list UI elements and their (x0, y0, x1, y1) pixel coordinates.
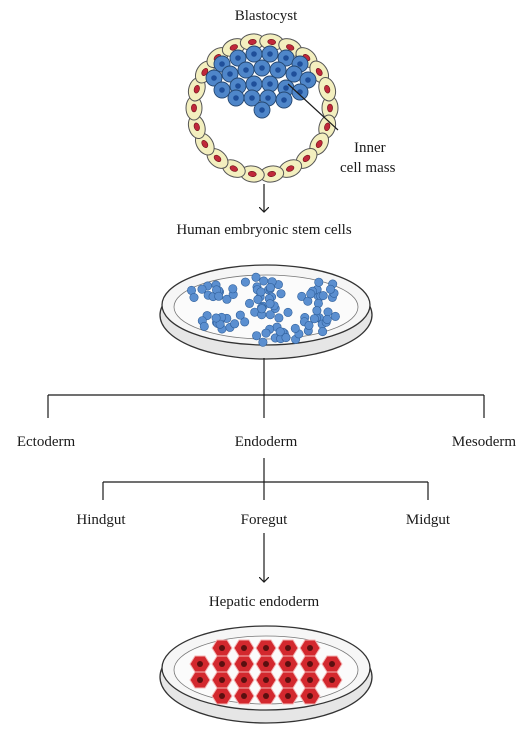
hepatocyte-cell (278, 688, 298, 704)
hepatocyte-cell (212, 688, 232, 704)
icm-cell (292, 84, 308, 100)
icm-cell (276, 92, 292, 108)
inner-cell-mass (206, 46, 316, 118)
hepatocyte-cell (212, 656, 232, 672)
icm-cell (246, 46, 262, 62)
icm-cell (262, 76, 278, 92)
hesc-culture-dish (160, 265, 372, 359)
hepatocyte-cell (322, 656, 342, 672)
germ-layer-branches (48, 358, 484, 418)
icm-cell (270, 62, 286, 78)
icm-cell (254, 102, 270, 118)
hepatic-culture-dish (160, 626, 372, 723)
hepatocyte-cell (256, 688, 276, 704)
hepatocyte-cell (256, 672, 276, 688)
inner-cell-mass-label-line2: cell mass (340, 160, 396, 176)
hepatocyte-cell (300, 640, 320, 656)
mesoderm-label: Mesoderm (452, 434, 516, 450)
endoderm-label: Endoderm (235, 434, 298, 450)
hepatocyte-cell (190, 672, 210, 688)
hepatocyte-cell (278, 656, 298, 672)
hepatocyte-cell (278, 640, 298, 656)
icm-cell (238, 62, 254, 78)
hepatocyte-cell (234, 688, 254, 704)
hindgut-label: Hindgut (76, 512, 126, 528)
inner-cell-mass-label-line1: Inner (354, 140, 386, 156)
hesc-label: Human embryonic stem cells (176, 222, 352, 238)
hepatocyte-cell (234, 656, 254, 672)
hepatocyte-cell (256, 656, 276, 672)
hepatocyte-cell (234, 640, 254, 656)
hepatocyte-cell (322, 672, 342, 688)
icm-cell (262, 46, 278, 62)
icm-cell (254, 60, 270, 76)
ectoderm-label: Ectoderm (17, 434, 76, 450)
hepatic-endoderm-label: Hepatic endoderm (209, 594, 320, 610)
icm-cell (246, 76, 262, 92)
blastocyst-label: Blastocyst (235, 8, 298, 24)
foregut-label: Foregut (241, 512, 288, 528)
hepatocyte-cell (256, 640, 276, 656)
hepatocyte-cell (300, 672, 320, 688)
icm-cell (228, 90, 244, 106)
icm-cell (214, 82, 230, 98)
hepatocyte-cell (234, 672, 254, 688)
hepatocyte-cell (300, 688, 320, 704)
endoderm-branches (103, 458, 428, 500)
hepatocyte-cell (278, 672, 298, 688)
hepatocyte-cell (212, 672, 232, 688)
hepatocyte-cell (212, 640, 232, 656)
blastocyst-illustration (186, 32, 339, 183)
hepatocyte-cell (190, 656, 210, 672)
hepatocyte-cell (300, 656, 320, 672)
midgut-label: Midgut (406, 512, 451, 528)
